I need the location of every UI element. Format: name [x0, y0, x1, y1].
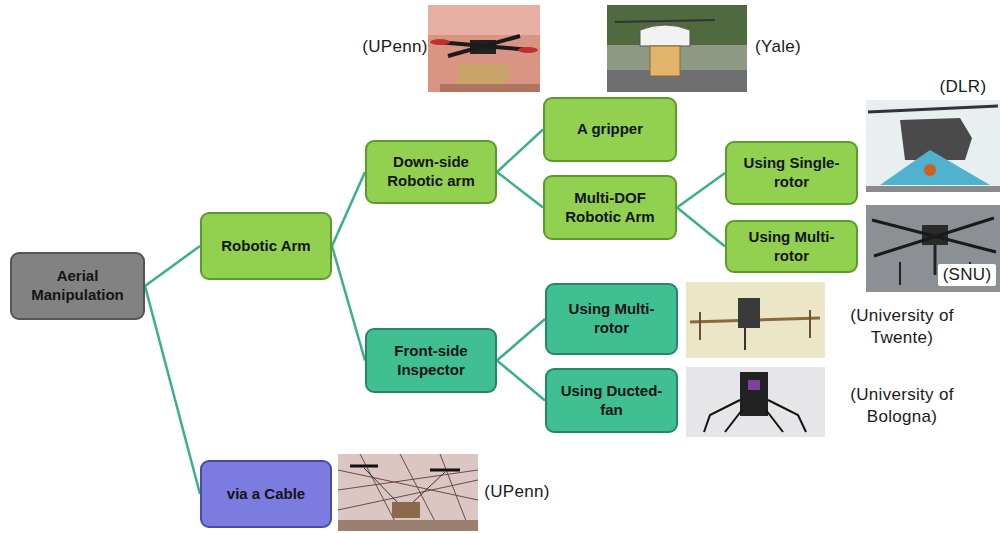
helicopter-photo: [607, 5, 747, 92]
inspector-photo: [686, 282, 825, 358]
node-label: Using Multi- rotor: [555, 300, 668, 338]
tree-connector: [332, 172, 365, 246]
ducted-fan-photo: [686, 367, 825, 437]
institution-label: (University of Bologna): [826, 384, 978, 428]
node-label: Using Single- rotor: [735, 154, 848, 192]
node-label: Aerial Manipulation: [20, 267, 135, 305]
node-label: Multi-DOF Robotic Arm: [553, 189, 667, 227]
helicopter-arm-photo: [866, 100, 1000, 192]
tree-connector: [145, 286, 200, 494]
institution-label: (Yale): [749, 36, 807, 58]
node-label: Robotic Arm: [221, 237, 310, 256]
node-label: via a Cable: [227, 485, 305, 504]
leaf-box: A gripper: [543, 97, 677, 162]
node-label: Front-side Inspector: [375, 342, 487, 380]
node-label: Using Multi- rotor: [735, 228, 848, 266]
tree-connector: [497, 361, 545, 401]
category-box: Robotic Arm: [200, 212, 332, 280]
gripper-photo: [428, 5, 540, 92]
root-box: Aerial Manipulation: [10, 252, 145, 320]
tree-connector: [497, 319, 545, 361]
tree-connector: [497, 172, 543, 208]
category-box: Front-side Inspector: [365, 328, 497, 393]
category-box: Down-side Robotic arm: [365, 140, 497, 204]
leaf-box: Using Multi- rotor: [725, 220, 858, 273]
institution-label: (University of Twente): [826, 305, 978, 349]
tree-connector: [677, 173, 725, 208]
institution-label: (SNU): [938, 264, 996, 286]
node-label: A gripper: [577, 120, 643, 139]
tree-connector: [677, 208, 725, 247]
leaf-box: Using Single- rotor: [725, 141, 858, 205]
category-box: via a Cable: [200, 460, 332, 528]
cable-photo: [338, 454, 478, 531]
multirotor-arm-photo: [866, 205, 1000, 292]
leaf-box: Using Multi- rotor: [545, 283, 678, 355]
institution-label: (UPenn): [481, 481, 553, 503]
leaf-box: Using Ducted- fan: [545, 368, 678, 433]
node-label: Down-side Robotic arm: [375, 153, 487, 191]
tree-connector: [332, 246, 365, 361]
tree-connector: [145, 246, 200, 286]
institution-label: (UPenn): [360, 36, 430, 58]
category-box: Multi-DOF Robotic Arm: [543, 175, 677, 240]
tree-connector: [497, 130, 543, 173]
institution-label: (DLR): [931, 76, 995, 98]
node-label: Using Ducted- fan: [555, 382, 668, 420]
